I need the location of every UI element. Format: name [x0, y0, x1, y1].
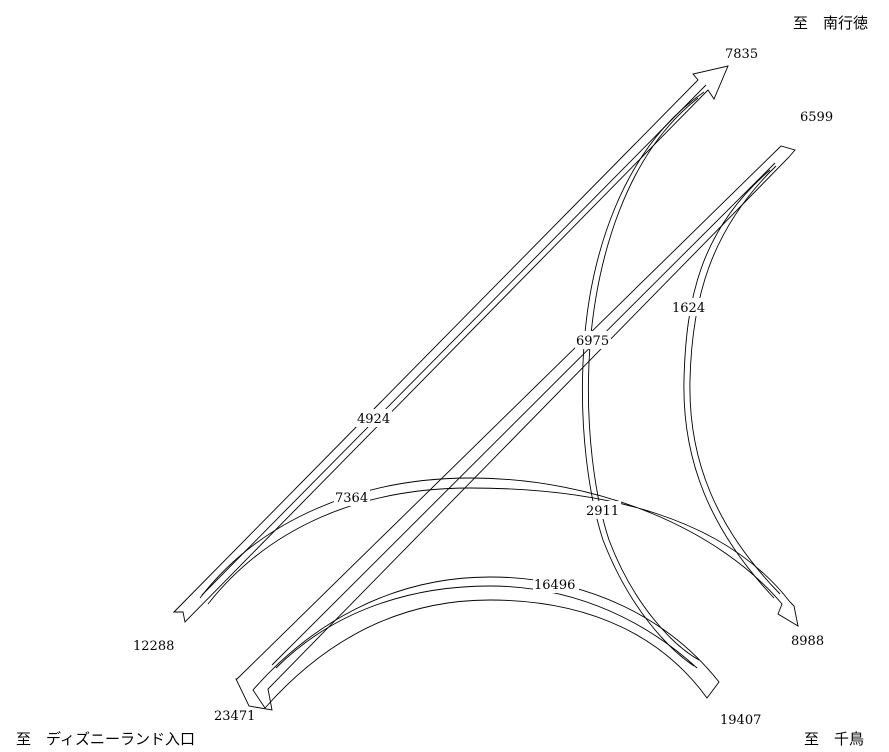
- destination-labels: 至 南行徳 至 ディズニーランド入口 至 千鳥: [16, 14, 868, 748]
- flow-band-main-diagonal: [235, 145, 796, 711]
- volume-label-main-diagonal: 6975: [576, 334, 609, 349]
- endpoint-labels: 7835 6599 12288 23471 8988 19407: [133, 47, 833, 728]
- endpoint-volume-top-right: 6599: [800, 110, 833, 125]
- endpoint-volume-top: 7835: [725, 47, 758, 62]
- flow-band-upper-diagonal: [172, 65, 729, 623]
- volume-label-right-curve: 1624: [672, 301, 705, 316]
- flow-arc-lower: [252, 576, 720, 709]
- flow-arc-upper: [199, 477, 799, 627]
- endpoint-volume-left: 12288: [133, 639, 174, 654]
- destination-disney: 至 ディズニーランド入口: [16, 730, 195, 748]
- volume-label-upper-arc: 7364: [335, 491, 368, 506]
- volume-label-lower-arc: 16496: [534, 578, 575, 593]
- flow-curve-center: [581, 91, 705, 667]
- flow-curve-right: [683, 165, 781, 599]
- endpoint-volume-bottom-left: 23471: [214, 709, 255, 724]
- destination-minamigyotoku: 至 南行徳: [793, 14, 868, 32]
- endpoint-volume-bottom-right: 19407: [720, 713, 761, 728]
- movement-labels: 4924 6975 1624 7364 2911 16496: [334, 298, 707, 593]
- destination-chidori: 至 千鳥: [804, 730, 864, 748]
- volume-label-center-curve: 2911: [586, 504, 619, 519]
- endpoint-volume-right: 8988: [791, 634, 824, 649]
- volume-label-upper-diagonal: 4924: [357, 412, 390, 427]
